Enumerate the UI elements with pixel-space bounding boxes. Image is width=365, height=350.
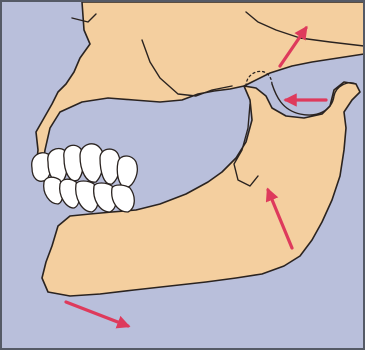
jaw-movement-diagram — [0, 0, 365, 350]
